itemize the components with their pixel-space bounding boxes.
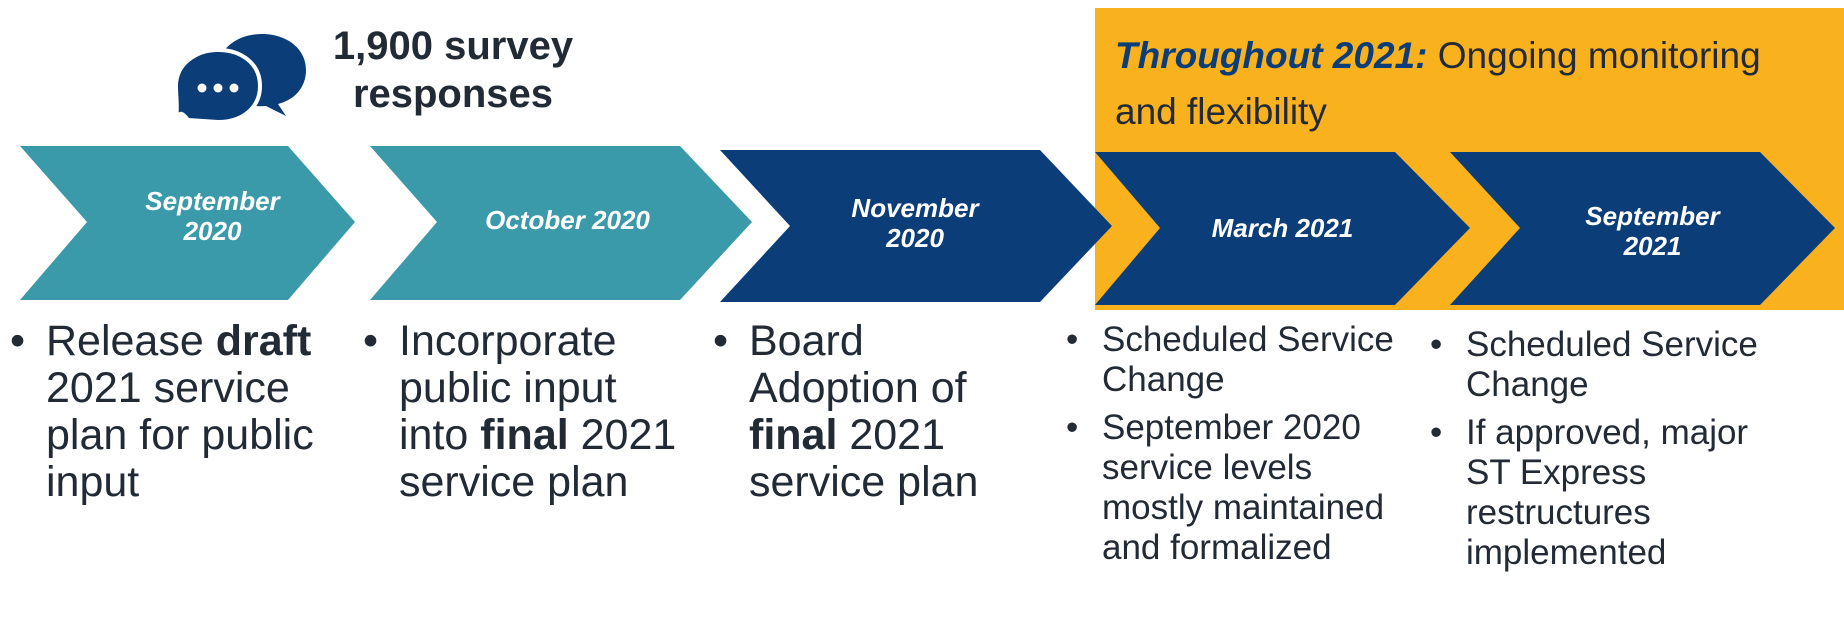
stage-notes-september-2020: Release draft 2021 service plan for publ… bbox=[10, 318, 330, 506]
throughout-2021-banner: Throughout 2021: Ongoing monitoring and … bbox=[1115, 28, 1815, 140]
stage-note-item: Scheduled Service Change bbox=[1430, 325, 1790, 405]
note-text: Incorporate public input into bbox=[399, 317, 617, 459]
note-text: If approved, major ST Express restructur… bbox=[1466, 413, 1749, 572]
note-text: 2021 service plan bbox=[749, 411, 979, 506]
stage-note-item: If approved, major ST Express restructur… bbox=[1430, 413, 1790, 573]
note-text: Scheduled Service Change bbox=[1102, 320, 1394, 399]
stage-note-item: Scheduled Service Change bbox=[1066, 320, 1406, 400]
stage-chevron-october-2020 bbox=[370, 146, 752, 300]
stage-label-march-2021: March 2021 bbox=[1211, 213, 1354, 243]
stage-notes-november-2020: Board Adoption of final 2021 service pla… bbox=[713, 318, 1033, 506]
stage-label-september-2020: September 2020 bbox=[145, 186, 280, 246]
throughout-emphasis: Throughout 2021: bbox=[1115, 35, 1428, 76]
note-emphasis: draft bbox=[215, 317, 312, 365]
note-text: Board Adoption of bbox=[749, 317, 967, 412]
stage-label-november-2020: November 2020 bbox=[851, 193, 979, 253]
stage-note-item: Incorporate public input into final 2021… bbox=[363, 318, 693, 506]
note-emphasis: final bbox=[749, 411, 838, 459]
stage-chevron-september-2020 bbox=[20, 146, 355, 300]
note-text: 2021 service plan bbox=[399, 411, 677, 506]
stage-label-october-2020: October 2020 bbox=[485, 205, 650, 235]
note-text: Release bbox=[46, 317, 216, 365]
stage-notes-september-2021: Scheduled Service Change If approved, maj… bbox=[1430, 325, 1790, 581]
stage-label-september-2021: September 2021 bbox=[1585, 201, 1720, 261]
note-text: 2021 service plan for public input bbox=[46, 364, 314, 506]
stage-chevron-september-2021 bbox=[1450, 152, 1835, 305]
chat-bubbles-icon bbox=[173, 34, 306, 125]
note-emphasis: final bbox=[480, 411, 569, 459]
note-text: September 2020 service levels mostly mai… bbox=[1102, 408, 1385, 567]
note-text: Scheduled Service Change bbox=[1466, 325, 1758, 404]
throughout-text: Ongoing monitoring and flexibility bbox=[1115, 35, 1761, 132]
stage-chevron-march-2021 bbox=[1095, 152, 1470, 305]
stage-note-item: Board Adoption of final 2021 service pla… bbox=[713, 318, 1033, 506]
survey-responses-callout: 1,900 survey responses bbox=[332, 24, 574, 116]
stage-notes-october-2020: Incorporate public input into final 2021… bbox=[363, 318, 693, 506]
stage-chevron-november-2020 bbox=[720, 150, 1112, 302]
stage-notes-march-2021: Scheduled Service ChangeSeptember 2020 s… bbox=[1066, 320, 1406, 576]
stage-note-item: Release draft 2021 service plan for publ… bbox=[10, 318, 330, 506]
stage-note-item: September 2020 service levels mostly mai… bbox=[1066, 408, 1406, 568]
